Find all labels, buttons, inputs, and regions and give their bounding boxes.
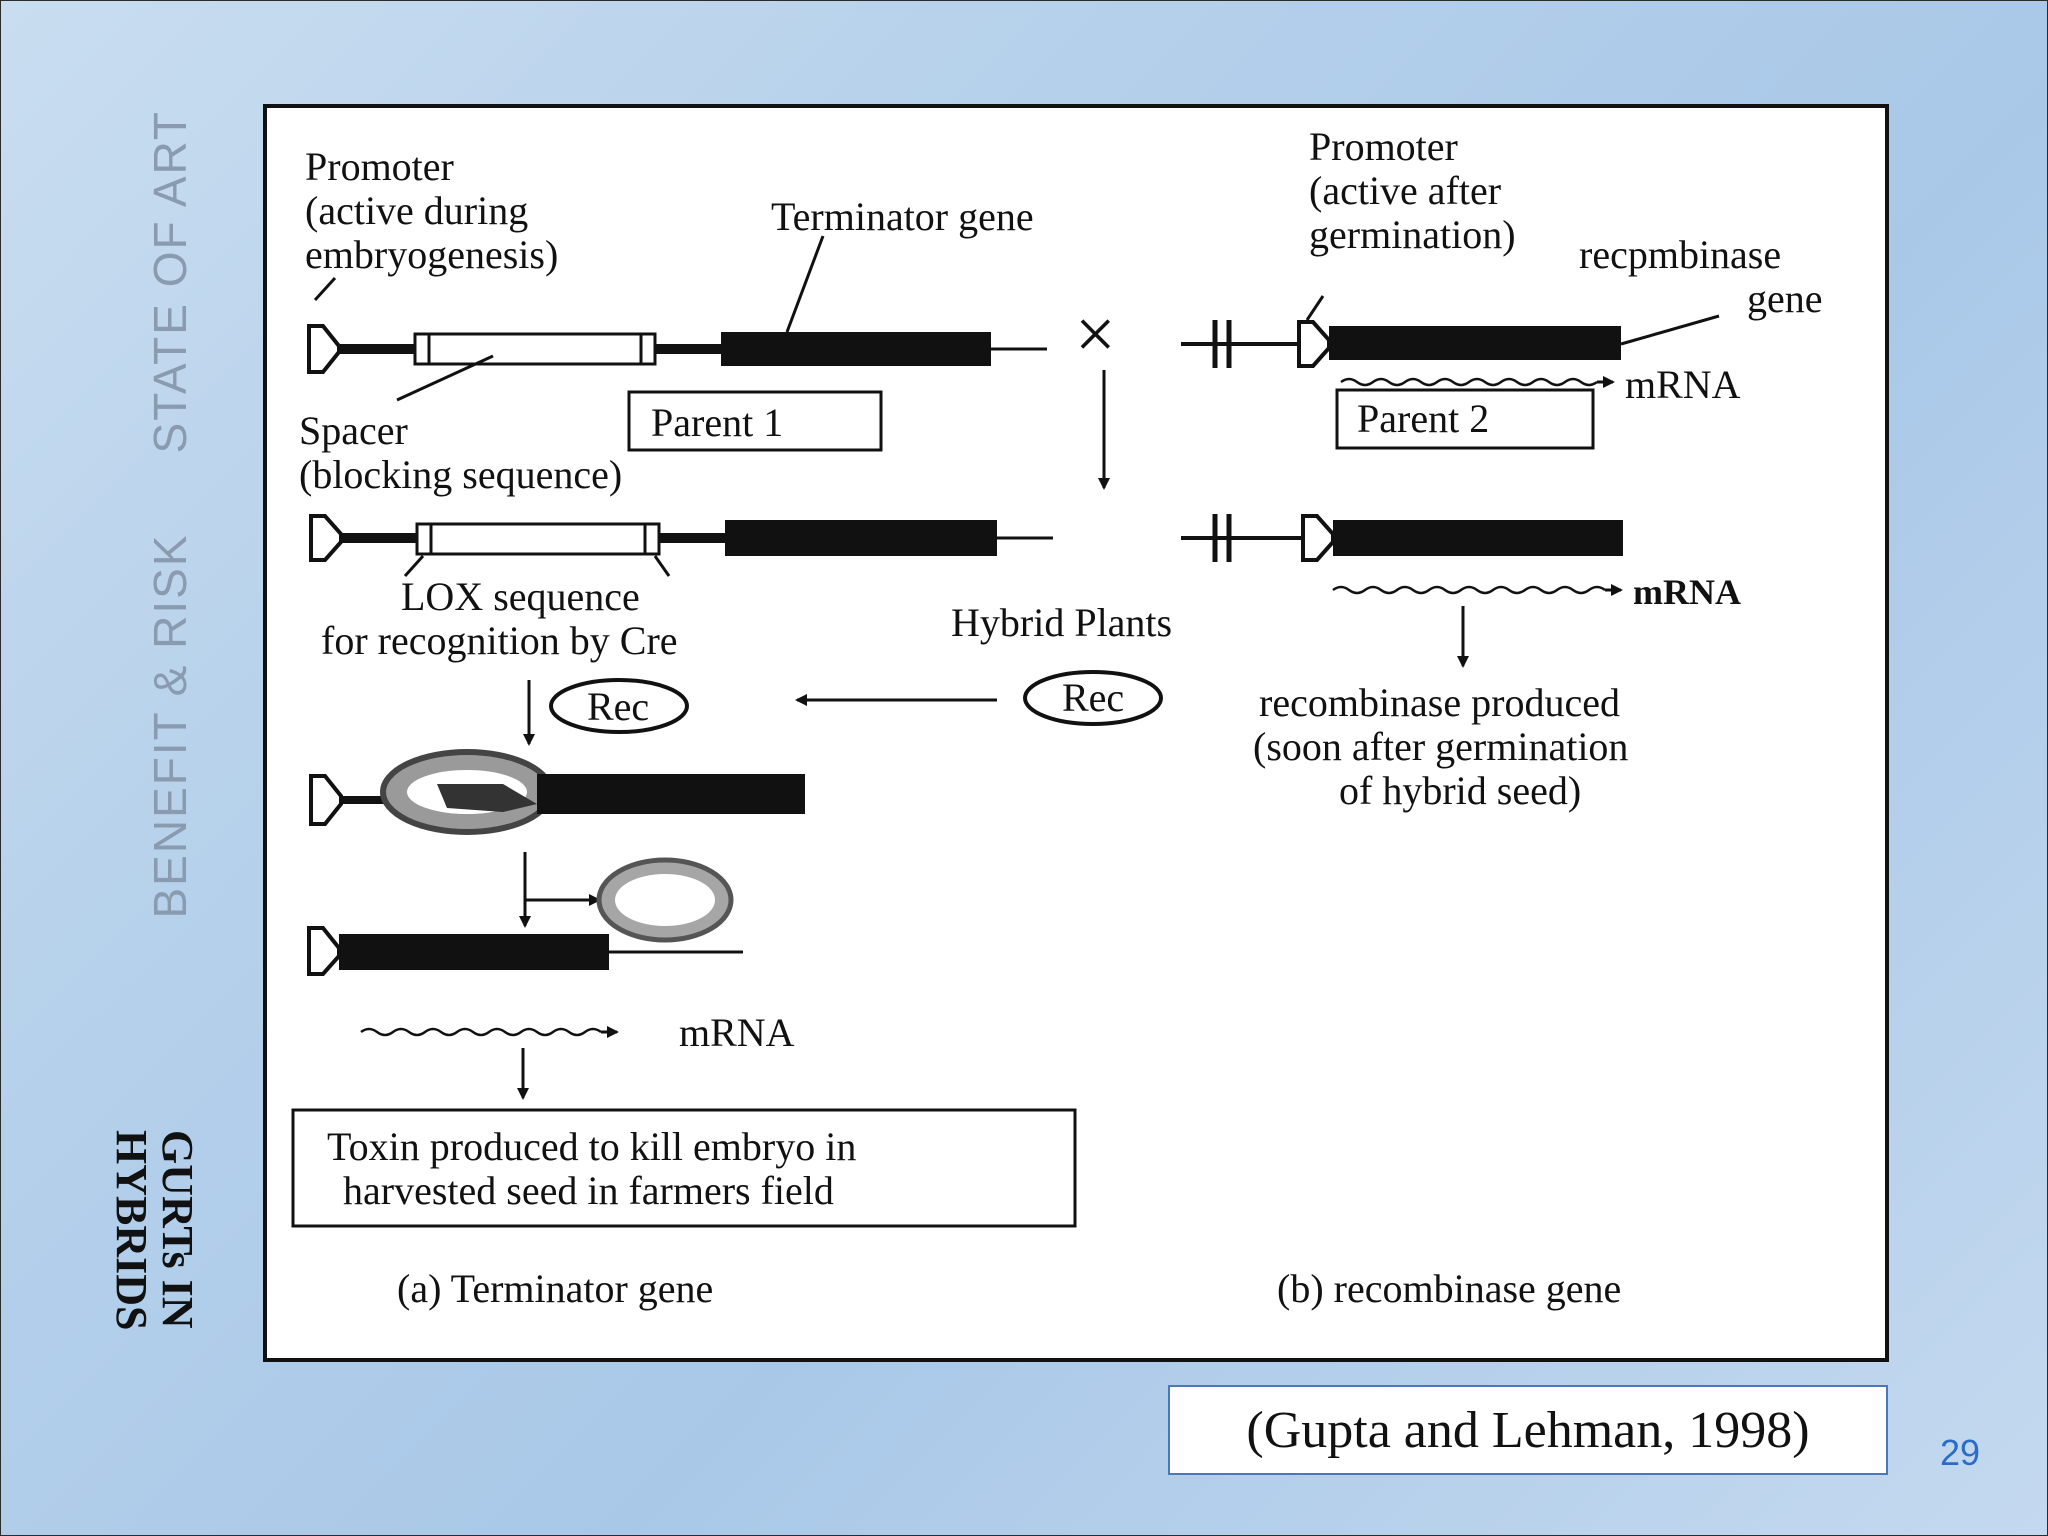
promoter1-label-3: embryogenesis): [305, 232, 558, 277]
recombinase-label-1: recpmbinase: [1579, 232, 1781, 277]
mrna-mid-label: mRNA: [1633, 572, 1741, 612]
parent2-construct: [1181, 295, 1720, 388]
citation-text: (Gupta and Lehman, 1998): [1246, 1401, 1810, 1459]
mrna-top-label: mRNA: [1625, 362, 1741, 407]
section-title-line1: GURTs IN: [153, 1130, 202, 1329]
rec-right-label: Rec: [1062, 675, 1124, 720]
hybrid-plants-label: Hybrid Plants: [951, 600, 1172, 645]
nav-state-of-art[interactable]: STATE OF ART: [144, 110, 196, 454]
parent2-box: [1335, 388, 1595, 450]
hybrid-construct-right: [1181, 514, 1623, 668]
parent1-box: [627, 390, 883, 452]
spacer-label-1: Spacer: [299, 408, 408, 453]
hybrid-construct-left: [309, 514, 1053, 578]
lox-label-1: LOX sequence: [401, 574, 640, 619]
rec-left-ellipse: [549, 678, 689, 734]
promoter2-label-3: germination): [1309, 212, 1516, 257]
citation-box: (Gupta and Lehman, 1998): [1168, 1385, 1888, 1475]
rec-right-ellipse: [1023, 670, 1163, 726]
gurt-diagram-figure: Promoter (active during embryogenesis) T…: [263, 104, 1889, 1362]
recombinase-produced-label-1: recombinase produced: [1259, 680, 1620, 725]
promoter2-label-1: Promoter: [1309, 124, 1458, 169]
recombinase-label-2: gene: [1747, 276, 1823, 321]
recombinase-produced-label-3: of hybrid seed): [1339, 768, 1581, 813]
promoter2-label-2: (active after: [1309, 168, 1501, 213]
terminator-gene-label: Terminator gene: [771, 194, 1034, 239]
rec-left-label: Rec: [587, 684, 649, 729]
mrna-bottom-label: mRNA: [679, 1010, 795, 1055]
active-terminator-construct: [307, 926, 743, 1038]
promoter1-label-2: (active during: [305, 188, 528, 233]
lox-label-2: for recognition by Cre: [321, 618, 678, 663]
section-title: GURTs IN HYBRIDS: [107, 1130, 202, 1331]
promoter1-label-1: Promoter: [305, 144, 454, 189]
parent1-label: Parent 1: [651, 400, 783, 445]
gurt-diagram: Promoter (active during embryogenesis) T…: [291, 124, 1823, 1311]
caption-a: (a) Terminator gene: [397, 1266, 713, 1311]
nav-benefit-risk[interactable]: BENEFIT & RISK: [144, 533, 196, 919]
toxin-label-1: Toxin produced to kill embryo in: [327, 1124, 856, 1169]
excised-circle: [596, 857, 734, 943]
side-navigation: BENEFIT & RISK STATE OF ART: [140, 110, 200, 970]
cross-symbol: ×: [1075, 294, 1116, 374]
parent1-construct: [307, 235, 1047, 402]
toxin-box: [291, 1108, 1077, 1228]
spacer-label-2: (blocking sequence): [299, 452, 622, 497]
section-title-line2: HYBRIDS: [107, 1130, 156, 1331]
parent2-label: Parent 2: [1357, 396, 1489, 441]
toxin-label-2: harvested seed in farmers field: [343, 1168, 834, 1213]
caption-b: (b) recombinase gene: [1277, 1266, 1621, 1311]
page-number: 29: [1940, 1432, 1981, 1473]
excision-loop-construct: [309, 749, 805, 835]
recombinase-produced-label-2: (soon after germination: [1253, 724, 1628, 769]
